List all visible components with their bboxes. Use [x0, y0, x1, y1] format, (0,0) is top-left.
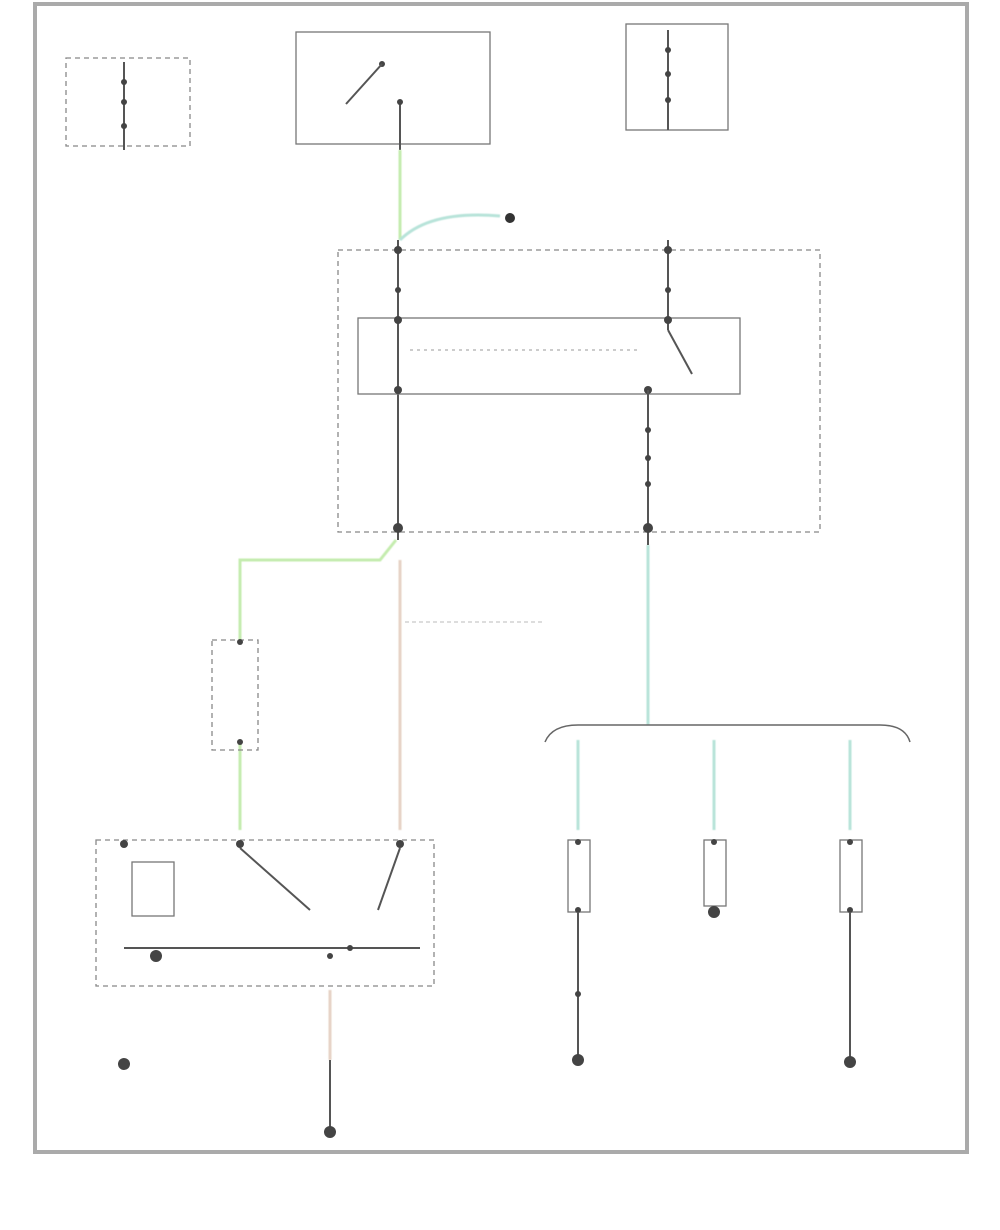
ground-g3 — [572, 1054, 584, 1066]
lamp-right — [839, 839, 863, 1058]
ground-g1 — [118, 1058, 130, 1070]
wire-teal — [576, 545, 852, 830]
lamp-left — [567, 839, 591, 1058]
ground-g2 — [324, 1126, 336, 1138]
brake-relay — [357, 316, 741, 545]
diode — [211, 639, 259, 751]
lamp-center — [703, 839, 727, 918]
ground-g4 — [844, 1056, 856, 1068]
diagram-frame — [33, 2, 969, 1154]
wire-tan — [328, 560, 402, 1060]
fuse-panel-right — [625, 23, 729, 131]
wire-green — [238, 150, 501, 830]
hot-battery-fuse — [65, 57, 191, 150]
branch-bus — [544, 724, 911, 743]
splice-node — [505, 213, 515, 223]
brake-switch — [95, 839, 435, 987]
ignition-switch — [295, 31, 491, 150]
generic-module — [337, 240, 821, 540]
